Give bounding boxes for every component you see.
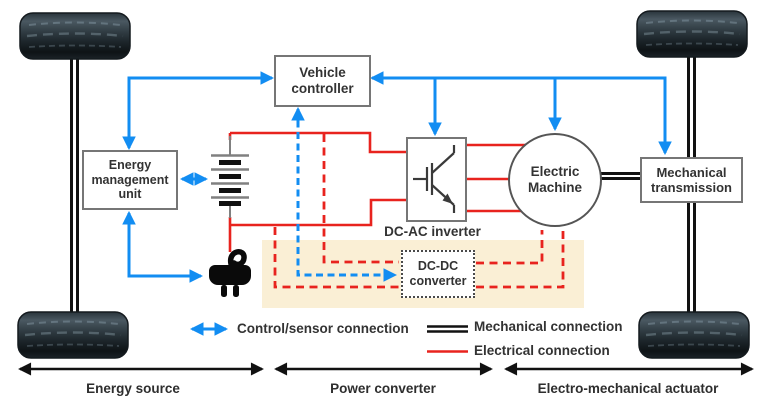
zone-label-electro-mechanical-actuator: Electro-mechanical actuator xyxy=(537,381,719,396)
machine-transmission-mechanical-link xyxy=(596,172,642,180)
electric-machine-circle: Electric Machine xyxy=(508,133,602,227)
control-lines xyxy=(122,71,672,283)
dc-ac-inverter-label: DC-AC inverter xyxy=(384,224,481,239)
dc-dc-converter-box: DC-DC converter xyxy=(401,250,475,298)
transmission-label: transmission xyxy=(651,180,732,195)
dcdc-to-machine-line-1 xyxy=(476,230,544,265)
controller-emu-control-line xyxy=(122,71,275,151)
charging-plug-icon xyxy=(209,249,251,297)
zone-label-energy-source: Energy source xyxy=(86,381,180,396)
dc-bus-positive xyxy=(230,131,406,154)
electric-machine-label: Machine xyxy=(527,180,582,195)
emu-label: unit xyxy=(118,187,142,202)
energy-management-unit-box: Energy management unit xyxy=(82,150,178,210)
dc-bus-negative xyxy=(230,198,406,227)
controller-dcdc-control-line xyxy=(291,106,398,282)
left-axle xyxy=(70,56,79,314)
legend-electrical-label: Electrical connection xyxy=(474,343,610,358)
battery-icon xyxy=(211,136,249,218)
dcdc-to-machine-line-2 xyxy=(476,230,565,289)
dcdc-label: DC-DC xyxy=(417,259,459,274)
emu-label: management xyxy=(91,172,169,187)
vehicle-controller-label: Vehicle xyxy=(299,65,346,81)
vehicle-controller-label: controller xyxy=(291,81,354,96)
legend-mechanical-sample xyxy=(427,325,468,333)
bus-to-dcdc-line-2 xyxy=(273,227,399,289)
tire-icon xyxy=(16,310,130,360)
vehicle-controller-box: Vehicle controller xyxy=(274,55,371,107)
tire-icon xyxy=(637,310,751,360)
legend-control-label: Control/sensor connection xyxy=(237,321,409,336)
tire-icon xyxy=(635,9,749,59)
zone-label-power-converter: Power converter xyxy=(330,381,436,396)
mechanical-transmission-box: Mechanical transmission xyxy=(640,157,743,203)
dc-ac-inverter-box xyxy=(406,137,467,222)
dcdc-label: converter xyxy=(409,274,467,288)
emu-plug-control-line xyxy=(122,210,204,283)
electric-machine-label: Electric xyxy=(530,164,580,180)
emu-label: Energy xyxy=(108,157,152,172)
transmission-label: Mechanical xyxy=(656,164,727,180)
controller-right-control-bus xyxy=(369,71,672,156)
legend-mechanical-label: Mechanical connection xyxy=(474,319,623,334)
igbt-icon xyxy=(413,145,456,213)
tire-icon xyxy=(18,11,132,61)
